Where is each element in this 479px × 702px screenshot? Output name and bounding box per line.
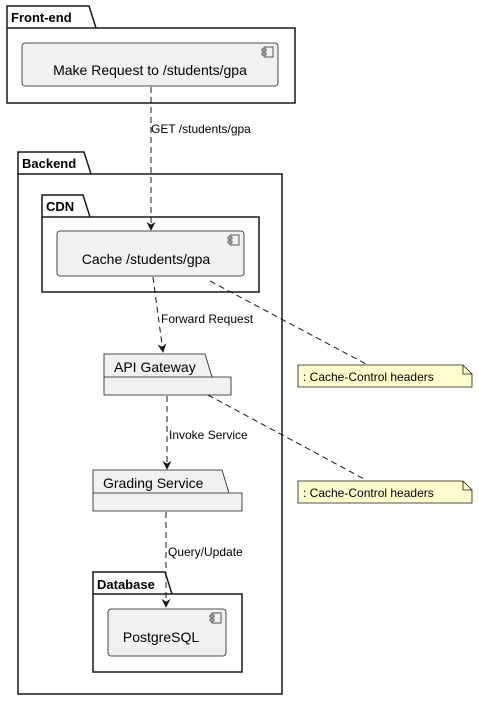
- edge-query-update-label: Query/Update: [168, 545, 243, 559]
- edge-query-update[interactable]: Query/Update: [161, 512, 243, 608]
- component-icon: [209, 612, 222, 624]
- edge-invoke-service[interactable]: Invoke Service: [162, 396, 248, 470]
- note-cdn-label: : Cache-Control headers: [303, 370, 434, 384]
- note-api-label: : Cache-Control headers: [303, 486, 434, 500]
- component-cache[interactable]: Cache /students/gpa: [56, 230, 245, 277]
- package-cdn-title: CDN: [46, 199, 74, 214]
- component-make-request-label: Make Request to /students/gpa: [53, 62, 247, 78]
- edge-forward-request[interactable]: Forward Request: [152, 276, 254, 353]
- edge-get-gpa-label: GET /students/gpa: [151, 122, 251, 136]
- folder-api-gateway[interactable]: API Gateway: [103, 353, 232, 396]
- note-api[interactable]: : Cache-Control headers: [297, 480, 473, 504]
- edge-forward-request-label: Forward Request: [161, 312, 254, 326]
- package-database-title: Database: [97, 577, 155, 592]
- component-icon: [227, 234, 240, 246]
- component-postgres[interactable]: PostgreSQL: [107, 608, 227, 657]
- component-postgres-label: PostgreSQL: [123, 629, 199, 645]
- folder-grading-service-label: Grading Service: [103, 475, 204, 491]
- package-backend-title: Backend: [22, 156, 76, 171]
- edge-invoke-service-label: Invoke Service: [169, 428, 248, 442]
- component-icon: [261, 46, 274, 58]
- package-frontend-title: Front-end: [11, 10, 72, 25]
- component-make-request[interactable]: Make Request to /students/gpa: [21, 42, 279, 87]
- folder-grading-service[interactable]: Grading Service: [92, 469, 243, 512]
- note-cdn[interactable]: : Cache-Control headers: [297, 364, 473, 388]
- edge-get-gpa[interactable]: GET /students/gpa: [146, 87, 251, 231]
- folder-api-gateway-label: API Gateway: [114, 359, 196, 375]
- component-cache-label: Cache /students/gpa: [82, 251, 211, 267]
